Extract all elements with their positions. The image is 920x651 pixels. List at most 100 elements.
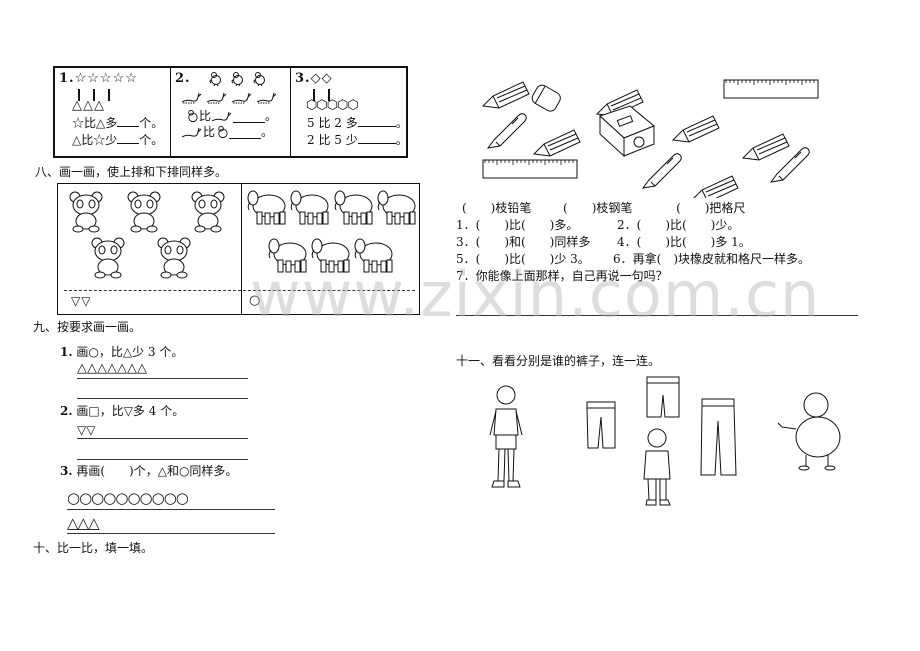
answer-blank[interactable] bbox=[357, 115, 396, 127]
divider bbox=[241, 184, 242, 314]
question-text: 个。 bbox=[139, 116, 164, 130]
question-text: 5 比 2 多 bbox=[307, 116, 358, 130]
given-down-triangles: ▽▽ bbox=[77, 423, 96, 437]
ruler-count-blank[interactable]: ( )把格尺 bbox=[676, 201, 746, 215]
answer-blank[interactable] bbox=[117, 132, 140, 144]
dashed-divider bbox=[64, 290, 415, 291]
section-8-drawing-box: ▽▽ ○ bbox=[57, 183, 420, 315]
diamonds-row: ◇◇ bbox=[310, 71, 333, 86]
pencil-icon bbox=[742, 133, 790, 161]
hexagons-row: ⬡⬡⬡⬡⬡ bbox=[306, 98, 359, 113]
given-triangles: △△△△△△△ bbox=[77, 361, 147, 376]
small-boy-figure bbox=[643, 428, 671, 506]
comparison-box-1: 1.☆☆☆☆☆ △△△ ☆比△多个。 △比☆少个。 bbox=[55, 68, 170, 156]
box1-number: 1. bbox=[59, 71, 75, 86]
school-supplies-picture bbox=[482, 79, 819, 198]
pencil-icon bbox=[482, 81, 530, 109]
panda-icon bbox=[157, 237, 191, 279]
box2-number: 2. bbox=[175, 71, 191, 86]
question-number: 3. bbox=[60, 464, 73, 478]
bird-icon bbox=[188, 109, 198, 123]
question-text: 个。 bbox=[139, 133, 164, 147]
bird-icon bbox=[253, 72, 265, 86]
sharpener-icon bbox=[599, 105, 655, 158]
elephant-icon bbox=[334, 190, 373, 225]
answer-line[interactable] bbox=[77, 459, 248, 460]
dashed-connectors bbox=[295, 86, 404, 101]
triangles-row: △△△ bbox=[67, 514, 100, 532]
pants-matching-picture bbox=[489, 376, 841, 506]
panda-icon bbox=[91, 237, 125, 279]
left-answer-area[interactable]: ▽▽ bbox=[71, 294, 92, 308]
answer-line[interactable] bbox=[77, 378, 248, 379]
pants-icon bbox=[646, 376, 680, 418]
compare-word: 比 bbox=[203, 125, 216, 139]
punctuation: 。 bbox=[395, 133, 408, 147]
answer-blank[interactable] bbox=[117, 115, 140, 127]
section-11-title: 十一、看看分别是谁的裤子，连一连。 bbox=[456, 354, 661, 368]
long-pants-icon bbox=[586, 401, 616, 449]
long-pants-adult-icon bbox=[700, 398, 737, 476]
question-6[interactable]: 6．再拿( )块橡皮就和格尺一样多。 bbox=[613, 252, 810, 266]
worm-icon bbox=[206, 92, 227, 104]
fat-man-figure bbox=[777, 392, 841, 471]
pen-icon bbox=[642, 153, 682, 189]
dashed-connectors bbox=[59, 86, 166, 101]
section-10-title: 十、比一比，填一填。 bbox=[33, 541, 154, 555]
question-3[interactable]: 3．( )和( )同样多 bbox=[456, 235, 591, 249]
comparison-box-2: 2. 比 。 比 。 bbox=[170, 68, 290, 156]
worm-icon bbox=[231, 92, 252, 104]
box3-number: 3. bbox=[295, 71, 311, 86]
worms-row bbox=[175, 92, 286, 104]
pencil-count-blank[interactable]: ( )枝铅笔 bbox=[462, 201, 532, 215]
count-fill-line: ( )枝铅笔 ( )枝钢笔 ( )把格尺 bbox=[462, 201, 862, 215]
question-number: 1. bbox=[60, 345, 73, 359]
answer-line[interactable] bbox=[77, 398, 248, 399]
comparison-table: 1.☆☆☆☆☆ △△△ ☆比△多个。 △比☆少个。 2. 比 。 bbox=[53, 66, 408, 158]
question-2[interactable]: 2．( )比( )少。 bbox=[617, 218, 740, 232]
answer-line[interactable] bbox=[67, 509, 275, 510]
punctuation: 。 bbox=[265, 109, 278, 123]
birds-row bbox=[208, 71, 266, 86]
elephant-icon bbox=[268, 238, 307, 273]
answer-blank[interactable] bbox=[229, 127, 262, 139]
punctuation: 。 bbox=[395, 116, 408, 130]
question-text: 再画( )个，△和○同样多。 bbox=[76, 464, 238, 478]
bird-icon bbox=[218, 125, 228, 139]
answer-line[interactable] bbox=[67, 533, 275, 534]
pen-count-blank[interactable]: ( )枝钢笔 bbox=[563, 201, 633, 215]
elephant-icon bbox=[311, 238, 350, 273]
stars-row: ☆☆☆☆☆ bbox=[74, 71, 138, 86]
question-text: ☆比△多 bbox=[72, 116, 118, 130]
punctuation: 。 bbox=[261, 125, 274, 139]
panda-icon bbox=[191, 191, 225, 233]
circles-row: ○○○○○○○○○○ bbox=[67, 489, 189, 507]
comparison-box-3: 3.◇◇ ⬡⬡⬡⬡⬡ 5 比 2 多。 2 比 5 少。 bbox=[290, 68, 408, 156]
right-answer-area[interactable]: ○ bbox=[249, 293, 261, 308]
question-4[interactable]: 4．( )比( )多 1。 bbox=[617, 235, 751, 249]
pencil-icon bbox=[533, 129, 581, 157]
panda-icon bbox=[127, 191, 161, 233]
elephants-group bbox=[247, 190, 416, 273]
worm-icon bbox=[181, 92, 202, 104]
pen-icon bbox=[770, 147, 810, 183]
worm-icon bbox=[256, 92, 277, 104]
answer-blank[interactable] bbox=[357, 132, 396, 144]
pen-icon bbox=[487, 113, 527, 149]
question-7: 7．你能像上面那样，自己再说一句吗？ bbox=[456, 269, 668, 283]
section-8-title: 八、画一画，使上排和下排同样多。 bbox=[35, 165, 228, 179]
ruler-icon bbox=[482, 159, 578, 179]
question-1[interactable]: 1．( )比( )多。 bbox=[456, 218, 579, 232]
answer-blank[interactable] bbox=[233, 111, 266, 123]
question-number: 2. bbox=[60, 404, 73, 418]
question-5[interactable]: 5．( )比( )少 3。 bbox=[456, 252, 590, 266]
elephant-icon bbox=[354, 238, 393, 273]
answer-line[interactable] bbox=[77, 438, 248, 439]
tall-boy-figure bbox=[489, 385, 523, 488]
pencil-icon bbox=[672, 115, 720, 143]
ruler-icon bbox=[723, 79, 819, 99]
triangles-row: △△△ bbox=[72, 98, 105, 113]
elephant-icon bbox=[377, 190, 416, 225]
question-text: 2 比 5 少 bbox=[307, 133, 358, 147]
answer-line[interactable] bbox=[456, 315, 858, 316]
